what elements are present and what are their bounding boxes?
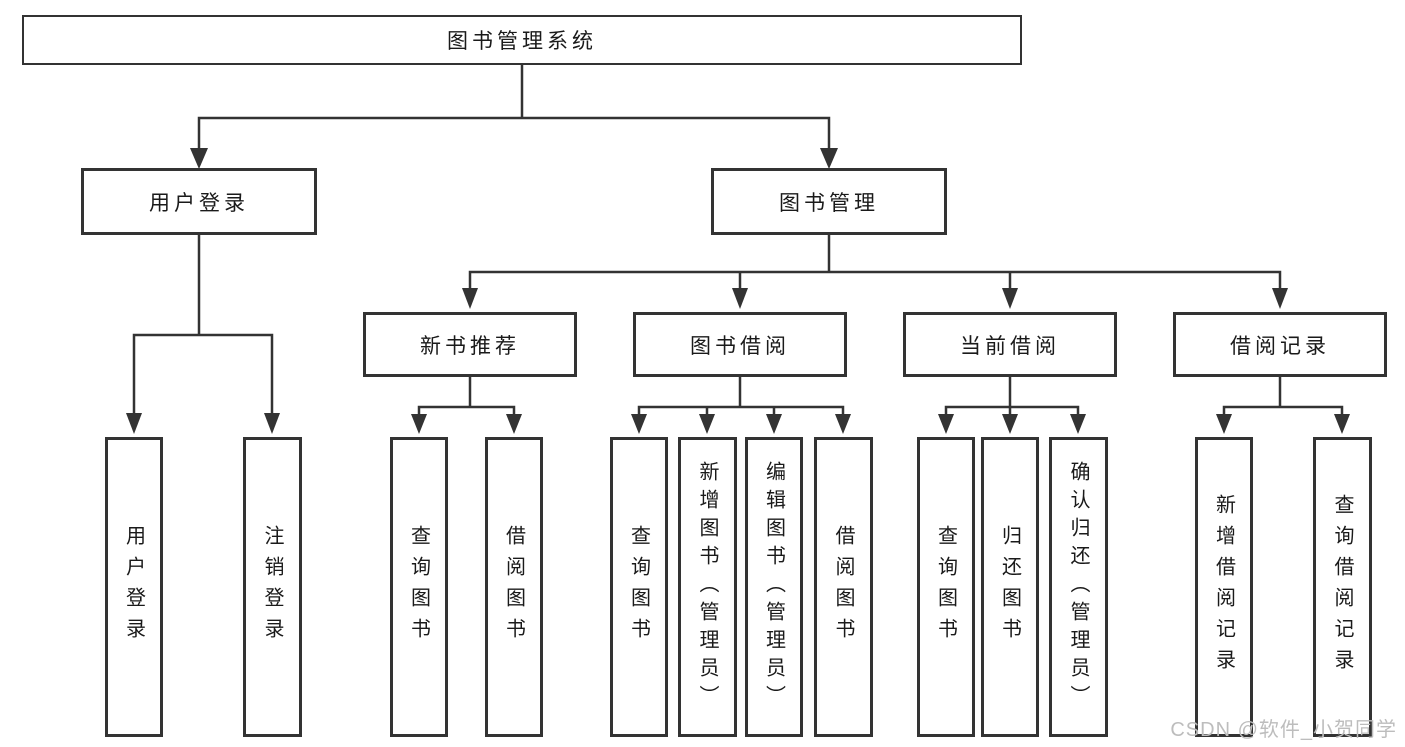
- node-current-borrowing: 当前借阅: [903, 312, 1117, 377]
- connector-borrow-records-to-leaves: [1216, 377, 1350, 434]
- node-leaf-user-login: 用户登录: [105, 437, 163, 737]
- node-leaf-confirm-return-admin: 确认归还（管理员）: [1049, 437, 1108, 737]
- node-leaf-query-books-3: 查询图书: [917, 437, 975, 737]
- connector-current-borrow-to-leaves: [938, 377, 1086, 434]
- connector-root-to-level2: [190, 65, 838, 169]
- connector-book-mgmt-to-level3: [462, 235, 1288, 309]
- node-user-login-branch: 用户登录: [81, 168, 317, 235]
- node-book-management-branch: 图书管理: [711, 168, 947, 235]
- connector-user-login-to-leaves: [126, 235, 280, 434]
- node-new-book-recommend: 新书推荐: [363, 312, 577, 377]
- node-leaf-borrow-books-2: 借阅图书: [814, 437, 873, 737]
- node-book-borrowing: 图书借阅: [633, 312, 847, 377]
- node-leaf-add-borrow-record: 新增借阅记录: [1195, 437, 1253, 737]
- node-leaf-borrow-books-1: 借阅图书: [485, 437, 543, 737]
- node-leaf-query-borrow-record: 查询借阅记录: [1313, 437, 1372, 737]
- node-borrowing-records: 借阅记录: [1173, 312, 1387, 377]
- csdn-watermark: CSDN @软件_小贺同学: [1170, 719, 1397, 741]
- node-leaf-query-books-2: 查询图书: [610, 437, 668, 737]
- node-library-system: 图书管理系统: [22, 15, 1022, 65]
- node-leaf-logout: 注销登录: [243, 437, 302, 737]
- node-leaf-add-books-admin: 新增图书（管理员）: [678, 437, 737, 737]
- connector-book-borrow-to-leaves: [631, 377, 851, 434]
- node-leaf-query-books-1: 查询图书: [390, 437, 448, 737]
- node-leaf-return-books: 归还图书: [981, 437, 1039, 737]
- connector-new-book-rec-to-leaves: [411, 377, 522, 434]
- node-leaf-edit-books-admin: 编辑图书（管理员）: [745, 437, 803, 737]
